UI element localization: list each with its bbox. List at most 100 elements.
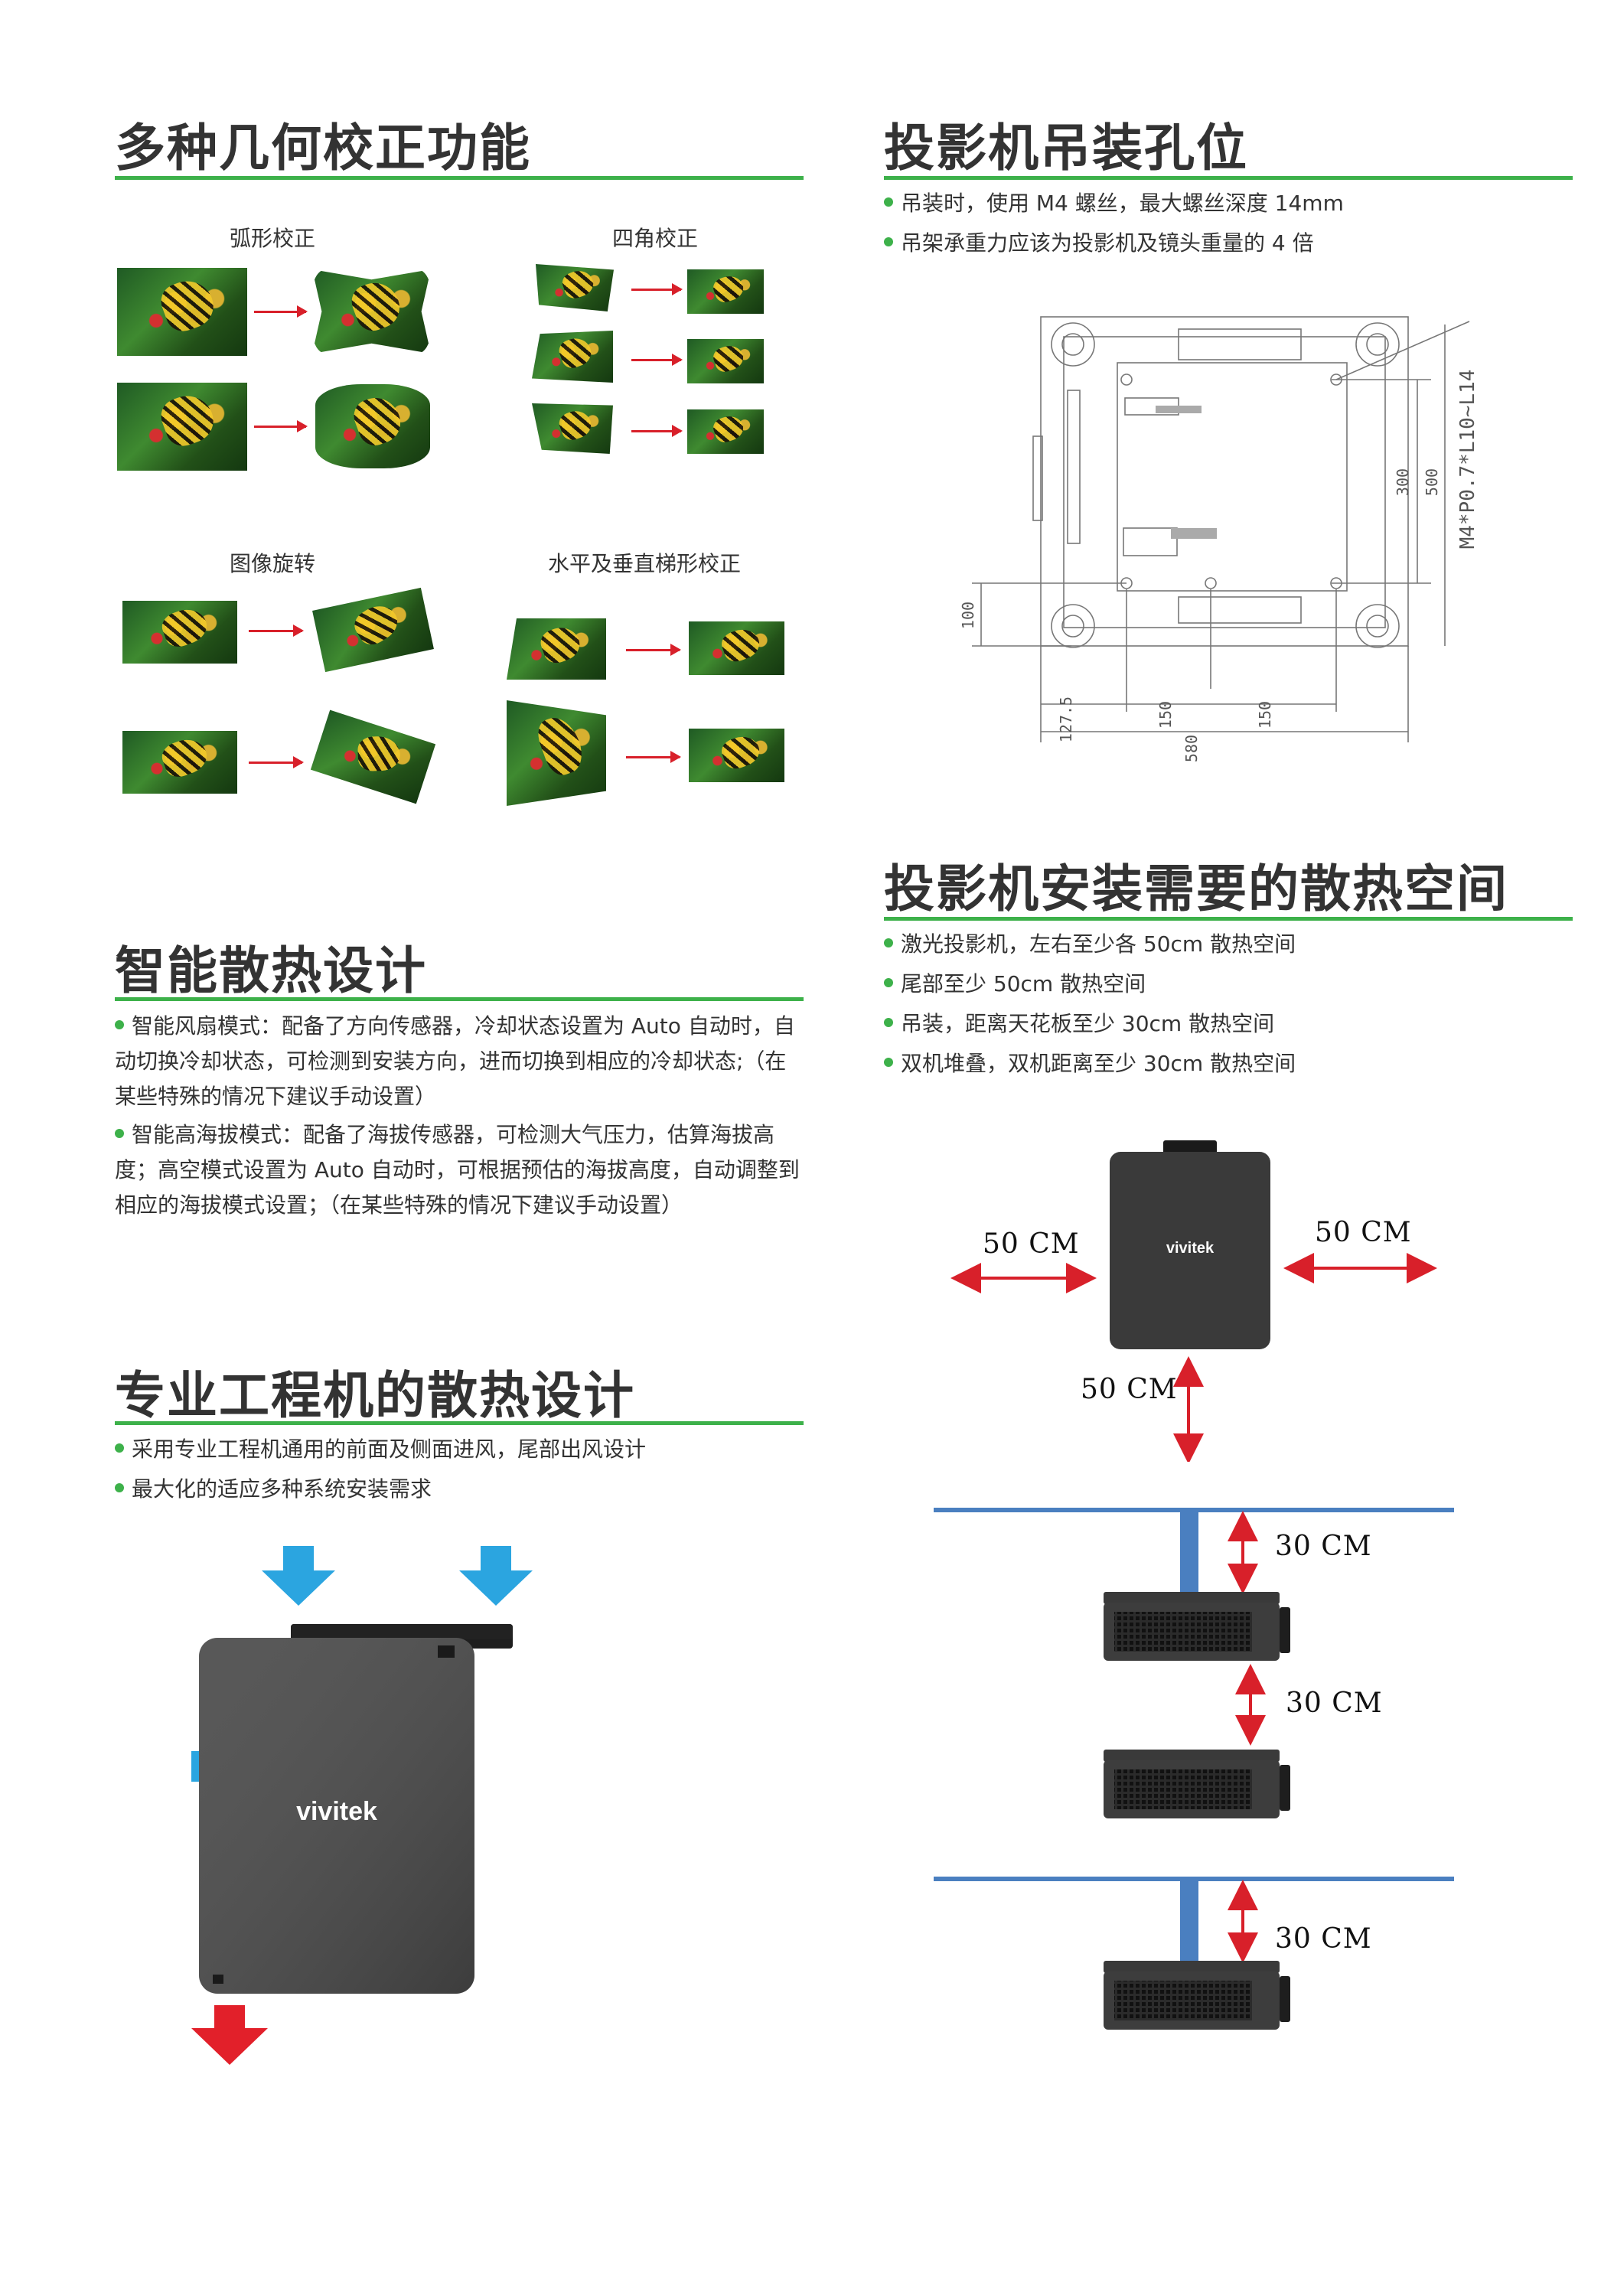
- projector-2-top: [1104, 1750, 1280, 1762]
- geometry-section-title: 多种几何校正功能: [115, 119, 531, 178]
- ceiling-clearance-label-2: 30 CM: [1275, 1923, 1372, 1955]
- arc-result-image-1: [312, 269, 431, 354]
- corner-arrow-1: [631, 283, 683, 295]
- pro-cooling-bullet-2-text: 最大化的适应多种系统安装需求: [132, 1476, 432, 1502]
- high-altitude-mode-paragraph: 智能高海拔模式：配备了海拔传感器，可检测大气压力，估算海拔高度；高空模式设置为 …: [115, 1117, 804, 1223]
- projector-3-vent: [1114, 1981, 1252, 2020]
- left-clearance-label: 50 CM: [983, 1228, 1080, 1260]
- side-vent: [1032, 435, 1043, 521]
- keystone-source-image-2: [507, 700, 606, 806]
- projector-2-lens: [1280, 1765, 1290, 1811]
- pro-cooling-title: 专业工程机的散热设计: [115, 1366, 635, 1425]
- bullet-dot: [115, 1129, 124, 1138]
- chassis-outline: [1040, 316, 1409, 647]
- geometry-title-rule: [115, 176, 804, 180]
- rotate-source-image-1: [122, 601, 237, 664]
- keystone-arrow-1: [626, 644, 681, 656]
- arc-result-image-2: [315, 384, 430, 468]
- corner-arrow-3: [631, 425, 683, 437]
- ceiling-stacking-diagram: [934, 1508, 1454, 2030]
- ceiling-line-1: [934, 1508, 1454, 1512]
- projector-2-vent: [1114, 1769, 1252, 1809]
- dim-580-label: 580: [1182, 735, 1201, 762]
- install-space-bullet-2: 尾部至少 50cm 散热空间: [884, 969, 1146, 1000]
- bullet-dot: [884, 1018, 893, 1027]
- dim-150a-label: 150: [1156, 701, 1175, 729]
- arc-arrow-2: [254, 420, 308, 432]
- bullet-dot: [115, 1020, 124, 1029]
- dim-127-label: 127.5: [1057, 696, 1075, 742]
- label-plate-1: [1171, 528, 1217, 539]
- install-space-title: 投影机安装需要的散热空间: [884, 859, 1508, 918]
- mount-bullet-2-text: 吊架承重力应该为投影机及镜头重量的 4 倍: [901, 230, 1314, 256]
- keystone-source-image-1: [507, 618, 606, 680]
- install-space-bullet-4-text: 双机堆叠，双机距离至少 30cm 散热空间: [901, 1051, 1296, 1076]
- projector-brand-logo: vivitek: [296, 1797, 377, 1826]
- bullet-dot: [884, 197, 893, 207]
- foot-top-right: [1355, 322, 1400, 367]
- corner-result-image-3: [687, 409, 764, 454]
- projector-3-top: [1104, 1961, 1280, 1973]
- mount-section-title: 投影机吊装孔位: [884, 119, 1248, 178]
- right-clearance-label: 50 CM: [1315, 1217, 1412, 1248]
- intake-arrow-top-left-icon: [262, 1546, 335, 1606]
- rotate-arrow-2: [249, 756, 304, 768]
- bullet-dot: [884, 978, 893, 987]
- rotate-result-image-1: [312, 587, 434, 673]
- bullet-dot: [115, 1443, 124, 1453]
- foot-bottom-left-inner: [1061, 615, 1084, 638]
- caption-corner-correction: 四角校正: [612, 226, 699, 251]
- arc-arrow-1: [254, 305, 308, 318]
- install-space-title-rule: [884, 917, 1573, 921]
- airflow-diagram: vivitek: [191, 1546, 533, 2065]
- install-space-bullet-3: 吊装，距离天花板至少 30cm 散热空间: [884, 1009, 1274, 1039]
- exhaust-arrow-icon: [191, 2005, 268, 2065]
- bottom-recess: [1178, 596, 1302, 624]
- stack-clearance-label: 30 CM: [1286, 1688, 1383, 1719]
- rotate-source-image-2: [122, 731, 237, 794]
- corner-source-image-3: [532, 403, 613, 454]
- install-space-bullet-1-text: 激光投影机，左右至少各 50cm 散热空间: [901, 931, 1296, 957]
- smart-fan-mode-text: 智能风扇模式：配备了方向传感器，冷却状态设置为 Auto 自动时，自动切换冷却状…: [115, 1013, 795, 1109]
- install-space-bullet-3-text: 吊装，距离天花板至少 30cm 散热空间: [901, 1011, 1275, 1036]
- foot-top-left: [1051, 322, 1095, 367]
- intake-arrow-top-right-icon: [459, 1546, 533, 1606]
- mount-title-rule: [884, 176, 1573, 180]
- projector-body: [1110, 1152, 1270, 1349]
- mount-hole-4: [1205, 577, 1217, 589]
- rear-clearance-label: 50 CM: [1081, 1374, 1178, 1405]
- projector-1-vent: [1114, 1612, 1252, 1652]
- install-space-bullet-1: 激光投影机，左右至少各 50cm 散热空间: [884, 929, 1296, 960]
- bullet-dot: [115, 1483, 124, 1492]
- lens-cap: [1163, 1140, 1217, 1154]
- mount-hole-1: [1120, 373, 1133, 386]
- smart-fan-mode-paragraph: 智能风扇模式：配备了方向传感器，冷却状态设置为 Auto 自动时，自动切换冷却状…: [115, 1009, 804, 1114]
- projector-shade: [199, 1638, 474, 1994]
- keystone-result-image-1: [689, 621, 784, 675]
- pro-cooling-bullet-1: 采用专业工程机通用的前面及侧面进风，尾部出风设计: [115, 1434, 646, 1465]
- mount-bullet-1: 吊装时，使用 M4 螺丝，最大螺丝深度 14mm: [884, 188, 1344, 219]
- mounting-hole-drawing: 300 500 M4*P0.7*L10~L14 100 127.5 150 15…: [959, 316, 1479, 762]
- dim-500-label: 500: [1423, 468, 1441, 496]
- connector-block-1: [1123, 527, 1178, 556]
- projector-3-lens: [1280, 1976, 1290, 2022]
- corner-result-image-2: [687, 339, 764, 383]
- label-plate-2: [1156, 406, 1202, 413]
- bullet-dot: [884, 1058, 893, 1067]
- bullet-dot: [884, 938, 893, 947]
- screw-leader: [1335, 321, 1470, 380]
- caption-arc-correction: 弧形校正: [230, 226, 316, 251]
- smart-cooling-title-rule: [115, 997, 804, 1001]
- corner-arrow-2: [631, 354, 683, 366]
- pro-cooling-bullet-1-text: 采用专业工程机通用的前面及侧面进风，尾部出风设计: [132, 1437, 647, 1462]
- corner-source-image-2: [532, 331, 613, 383]
- smart-cooling-title: 智能散热设计: [115, 941, 427, 1000]
- lens-barrel: [291, 1624, 513, 1639]
- install-space-bullet-4: 双机堆叠，双机距离至少 30cm 散热空间: [884, 1049, 1296, 1079]
- projector-1-top: [1104, 1592, 1280, 1604]
- dim-100-label: 100: [959, 602, 977, 629]
- dim-150b-label: 150: [1256, 701, 1274, 729]
- projector-1-lens: [1280, 1607, 1290, 1653]
- arc-source-image-2: [117, 383, 247, 471]
- foot-bottom-left: [1051, 604, 1095, 648]
